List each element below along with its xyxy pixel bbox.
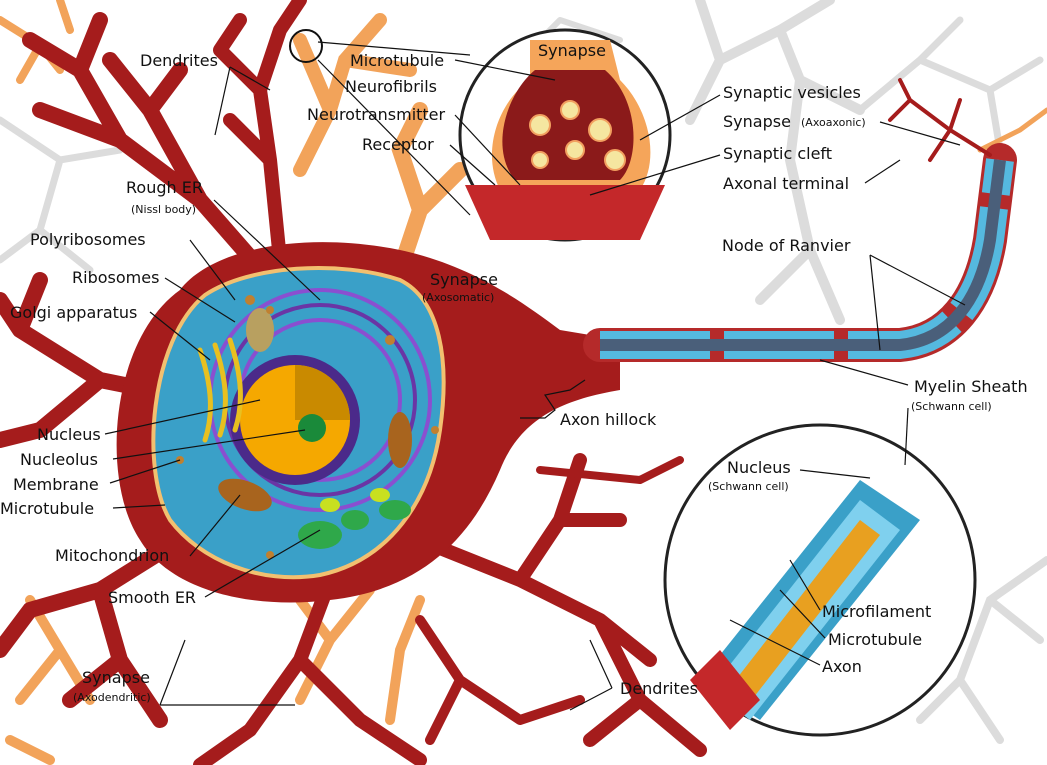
background-neurons xyxy=(0,0,1047,744)
axonal-terminal-graphic xyxy=(888,78,992,162)
label-synapse-axosomatic: Synapse xyxy=(430,270,498,289)
golgi-graphic xyxy=(197,337,243,443)
leader-lines xyxy=(104,59,966,711)
label-nucleus-schwann-sub: (Schwann cell) xyxy=(708,480,789,493)
label-membrane: Membrane xyxy=(13,475,99,494)
mitochondria xyxy=(218,308,412,512)
nucleus-graphic xyxy=(230,355,360,485)
label-myelin-sheath: Myelin Sheath xyxy=(914,377,1028,396)
label-rough-er-sub: (Nissl body) xyxy=(131,203,196,216)
label-microfilament: Microfilament xyxy=(822,602,931,621)
label-synapse-inset-title: Synapse xyxy=(538,41,606,60)
smooth-er-graphic xyxy=(298,488,411,549)
label-mitochondrion: Mitochondrion xyxy=(55,546,169,565)
label-axon-hillock: Axon hillock xyxy=(560,410,657,429)
label-nucleus-schwann: Nucleus xyxy=(727,458,791,477)
label-ribosomes: Ribosomes xyxy=(72,268,159,287)
label-axon: Axon xyxy=(822,657,862,676)
label-smooth-er: Smooth ER xyxy=(108,588,196,607)
label-synapse-axoaxonic-sub: (Axoaxonic) xyxy=(801,116,866,129)
label-dendrites-bottom: Dendrites xyxy=(620,679,698,698)
label-synapse-axodendritic: Synapse xyxy=(82,668,150,687)
label-synapse-axosomatic-sub: (Axosomatic) xyxy=(422,291,494,304)
myelin-inset xyxy=(663,423,977,737)
label-synapse-axodendritic-sub: (Axodendritic) xyxy=(73,691,151,704)
label-dendrites-top: Dendrites xyxy=(140,51,218,70)
label-myelin-sheath-sub: (Schwann cell) xyxy=(911,400,992,413)
label-neurofibrils: Neurofibrils xyxy=(345,77,437,96)
label-receptor: Receptor xyxy=(362,135,434,154)
label-microtubule-inset: Microtubule xyxy=(828,630,922,649)
label-golgi-apparatus: Golgi apparatus xyxy=(10,303,137,322)
label-microtubule-left: Microtubule xyxy=(0,499,94,518)
label-rough-er: Rough ER xyxy=(126,178,203,197)
label-microtubule-top: Microtubule xyxy=(350,51,444,70)
label-synaptic-vesicles: Synaptic vesicles xyxy=(723,83,861,102)
label-synapse-axoaxonic: Synapse xyxy=(723,112,791,131)
label-axonal-terminal: Axonal terminal xyxy=(723,174,849,193)
axon xyxy=(583,143,1017,362)
label-neurotransmitter: Neurotransmitter xyxy=(307,105,446,124)
label-nucleus: Nucleus xyxy=(37,425,101,444)
synapse-inset xyxy=(458,28,672,242)
label-nucleolus: Nucleolus xyxy=(20,450,98,469)
label-synaptic-cleft: Synaptic cleft xyxy=(723,144,832,163)
label-polyribosomes: Polyribosomes xyxy=(30,230,146,249)
label-node-of-ranvier: Node of Ranvier xyxy=(722,236,851,255)
